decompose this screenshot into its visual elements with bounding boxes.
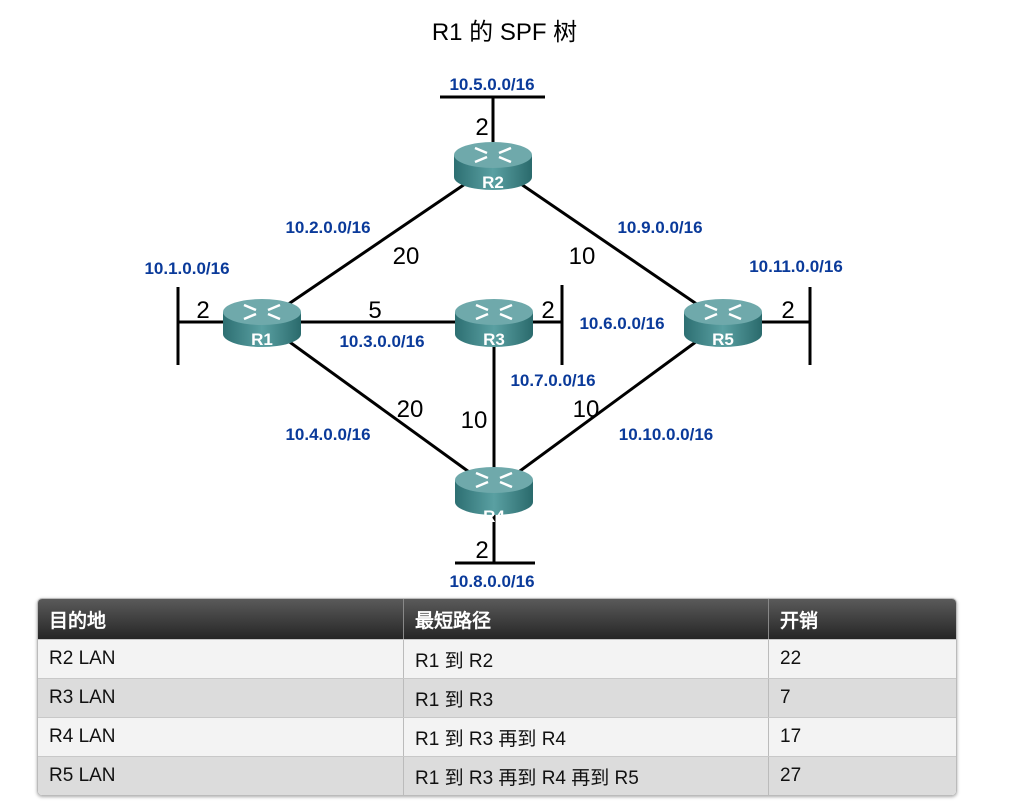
cost-label: 2 (475, 114, 488, 141)
table-row: R3 LAN R1 到 R3 7 (38, 678, 956, 717)
header-cost: 开销 (780, 610, 819, 632)
link-r2-r5 (492, 163, 724, 324)
cell-destination: R5 LAN (38, 757, 404, 795)
network-label: 10.5.0.0/16 (449, 75, 534, 94)
svg-text:R2: R2 (482, 173, 504, 192)
cell-cost: 17 (780, 726, 802, 747)
network-label: 10.7.0.0/16 (510, 371, 595, 390)
table-row: R4 LAN R1 到 R3 再到 R4 17 (38, 717, 956, 756)
table-header: 目的地 最短路径 开销 (38, 599, 956, 639)
spf-table: 目的地 最短路径 开销 R2 LAN R1 到 R2 22 R3 LAN R1 … (37, 598, 957, 796)
cell-path: R1 到 R3 再到 R4 再到 R5 (404, 757, 769, 795)
cell-path: R1 到 R2 (404, 640, 769, 678)
cost-label: 10 (573, 396, 600, 423)
cost-label: 10 (569, 243, 596, 270)
cell-cost: 27 (780, 765, 802, 786)
network-label: 10.1.0.0/16 (144, 259, 229, 278)
diagram-title: R1 的 SPF 树 (431, 19, 578, 46)
cell-path: R1 到 R3 再到 R4 (404, 718, 769, 756)
svg-text:R5: R5 (712, 330, 734, 349)
router-r5: R5 (682, 297, 764, 349)
cost-label: 20 (397, 396, 424, 423)
cost-label: 10 (461, 407, 488, 434)
svg-text:R4: R4 (483, 507, 505, 526)
router-r3: R3 (453, 297, 535, 349)
router-r4: R4 (453, 465, 535, 526)
svg-text:R1: R1 (251, 330, 273, 349)
network-label: 10.3.0.0/16 (339, 332, 424, 351)
svg-text:R3: R3 (483, 330, 505, 349)
cell-path: R1 到 R3 (404, 679, 769, 717)
network-diagram: R1 R2 R3 R4 R5 10.5.0.0/16 10.2.0.0/16 1… (144, 75, 843, 591)
network-label: 10.8.0.0/16 (449, 572, 534, 591)
lan-r1 (176, 287, 230, 365)
network-label: 10.10.0.0/16 (619, 425, 714, 444)
lan-r4 (455, 510, 535, 565)
cost-label: 5 (368, 297, 381, 324)
header-shortest-path: 最短路径 (404, 599, 769, 639)
cost-label: 2 (781, 297, 794, 324)
network-label: 10.9.0.0/16 (617, 218, 702, 237)
cost-label: 2 (475, 537, 488, 564)
link-r5-r4 (493, 320, 724, 492)
cell-cost: 22 (780, 648, 802, 669)
cost-label: 2 (196, 297, 209, 324)
network-label: 10.4.0.0/16 (285, 425, 370, 444)
lan-r2 (440, 95, 545, 142)
cost-label: 20 (393, 243, 420, 270)
table-row: R5 LAN R1 到 R3 再到 R4 再到 R5 27 (38, 756, 956, 795)
network-label: 10.11.0.0/16 (749, 257, 843, 276)
network-label: 10.2.0.0/16 (285, 218, 370, 237)
link-r1-r2 (261, 163, 494, 324)
lan-r3 (530, 285, 564, 365)
router-r2: R2 (452, 140, 534, 192)
table-row: R2 LAN R1 到 R2 22 (38, 639, 956, 678)
cell-cost: 7 (780, 687, 791, 708)
network-label: 10.6.0.0/16 (579, 314, 664, 333)
lan-r5 (760, 287, 812, 365)
header-destination: 目的地 (38, 599, 404, 639)
link-r1-r4 (261, 320, 495, 492)
cell-destination: R4 LAN (38, 718, 404, 756)
cell-destination: R2 LAN (38, 640, 404, 678)
cell-destination: R3 LAN (38, 679, 404, 717)
router-r1: R1 (221, 297, 303, 349)
cost-label: 2 (541, 297, 554, 324)
